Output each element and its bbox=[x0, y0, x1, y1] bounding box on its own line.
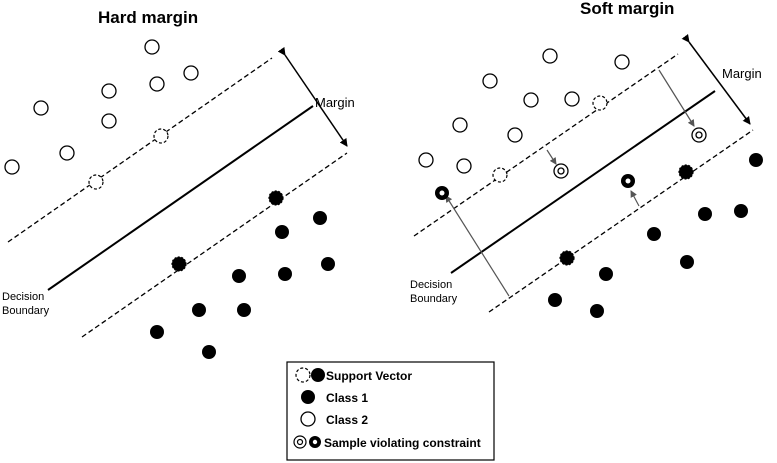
hard-margin-label: Margin bbox=[315, 95, 355, 110]
class2-point bbox=[101, 83, 117, 99]
soft-boundary-label-2: Boundary bbox=[410, 293, 458, 305]
class2-point bbox=[101, 113, 117, 129]
class2-point bbox=[59, 145, 75, 161]
class2-point bbox=[564, 91, 580, 107]
class1-point bbox=[321, 257, 335, 271]
legend-class1-icon bbox=[301, 390, 315, 404]
hard-boundary-label-1: Decision bbox=[2, 291, 44, 303]
class2-point bbox=[456, 158, 472, 174]
legend-support-vector-filled-icon bbox=[311, 368, 325, 382]
class1-point bbox=[275, 225, 289, 239]
class1-point bbox=[150, 325, 164, 339]
class2-point bbox=[33, 100, 49, 116]
support-vector-class2 bbox=[88, 174, 104, 190]
class1-point bbox=[590, 304, 604, 318]
class2-point bbox=[418, 152, 434, 168]
class1-point bbox=[192, 303, 206, 317]
hard-decision-boundary-line bbox=[47, 105, 314, 291]
hard-margin-panel: Hard margin Margin Decision Boundary bbox=[2, 8, 355, 359]
soft-decision-boundary-line bbox=[450, 90, 716, 274]
class1-point bbox=[680, 255, 694, 269]
violating-sample-class2 bbox=[691, 127, 707, 143]
class1-point bbox=[734, 204, 748, 218]
class1-point bbox=[599, 267, 613, 281]
support-vector-class1 bbox=[268, 190, 284, 206]
violation-arrow bbox=[445, 195, 510, 297]
class2-point bbox=[523, 92, 539, 108]
soft-margin-arrow bbox=[681, 33, 751, 125]
class1-point bbox=[647, 227, 661, 241]
hard-margin-arrow bbox=[277, 46, 348, 147]
support-vector-class2 bbox=[153, 128, 169, 144]
legend-support-vector-hollow-icon bbox=[295, 367, 311, 383]
class1-point bbox=[313, 211, 327, 225]
class2-point bbox=[452, 117, 468, 133]
class1-point bbox=[698, 207, 712, 221]
support-vector-class2 bbox=[592, 95, 608, 111]
violation-arrow bbox=[546, 149, 557, 165]
legend-violating-label: Sample violating constraint bbox=[324, 436, 481, 450]
class2-point bbox=[183, 65, 199, 81]
class1-point bbox=[237, 303, 251, 317]
class2-point bbox=[542, 48, 558, 64]
legend-class1-label: Class 1 bbox=[326, 391, 368, 405]
soft-lower-margin-line bbox=[488, 129, 754, 313]
legend: Support Vector Class 1 Class 2 Sample vi… bbox=[286, 361, 495, 461]
class1-point bbox=[548, 293, 562, 307]
legend-class2-label: Class 2 bbox=[326, 413, 368, 427]
support-vector-class2 bbox=[492, 167, 508, 183]
support-vector-class1 bbox=[171, 256, 187, 272]
class2-point bbox=[144, 39, 160, 55]
violating-sample-class2 bbox=[553, 163, 569, 179]
violation-arrow bbox=[658, 69, 695, 127]
soft-boundary-label-1: Decision bbox=[410, 279, 452, 291]
soft-upper-margin-line bbox=[413, 53, 679, 237]
soft-margin-panel: Soft margin Margin Decision Boundary bbox=[410, 0, 763, 318]
soft-margin-title: Soft margin bbox=[580, 0, 674, 18]
soft-margin-label: Margin bbox=[722, 66, 762, 81]
legend-class2-icon bbox=[300, 411, 316, 427]
support-vector-class1 bbox=[678, 164, 694, 180]
hard-lower-margin-line bbox=[81, 152, 348, 338]
class1-point bbox=[232, 269, 246, 283]
class2-point bbox=[614, 54, 630, 70]
hard-boundary-label-2: Boundary bbox=[2, 305, 50, 317]
legend-support-vector-label: Support Vector bbox=[326, 369, 412, 383]
class2-point bbox=[507, 127, 523, 143]
class1-point bbox=[749, 153, 763, 167]
class2-point bbox=[149, 76, 165, 92]
legend-violating-filled-icon bbox=[309, 436, 321, 448]
hard-upper-margin-line bbox=[7, 57, 273, 243]
class1-point bbox=[202, 345, 216, 359]
class1-point bbox=[278, 267, 292, 281]
legend-violating-hollow-icon bbox=[293, 435, 307, 449]
hard-margin-title: Hard margin bbox=[98, 8, 198, 27]
support-vector-class1 bbox=[559, 250, 575, 266]
class2-point bbox=[482, 73, 498, 89]
class2-point bbox=[4, 159, 20, 175]
violating-sample-class1 bbox=[435, 186, 449, 200]
violating-sample-class1 bbox=[621, 174, 635, 188]
violation-arrow bbox=[630, 190, 640, 207]
